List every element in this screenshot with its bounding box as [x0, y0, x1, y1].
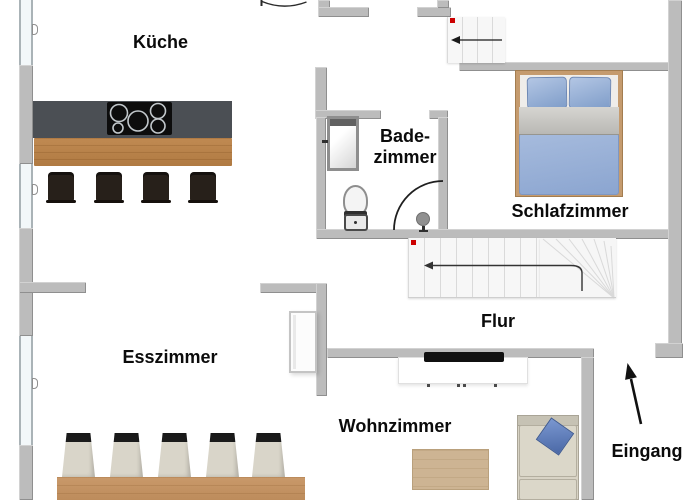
- red-marker-dot: [450, 18, 455, 23]
- dining-chair: [62, 433, 95, 477]
- shower-top-edge: [330, 119, 356, 126]
- sideboard-foot: [427, 384, 430, 387]
- bed-pillow: [568, 76, 612, 110]
- bar-stool: [188, 172, 218, 203]
- wall-kitchen-dining-divider: [19, 282, 86, 293]
- wall-left-upper: [19, 65, 33, 164]
- shower-handle-icon: [322, 140, 328, 143]
- toilet-flush-button: [354, 221, 357, 224]
- staircase-upper: [447, 17, 505, 63]
- window-handle-icon: [32, 378, 38, 389]
- bar-stool: [94, 172, 124, 203]
- bed-pillow: [526, 76, 568, 110]
- entrance-arrow-icon: [625, 363, 643, 425]
- bed-blanket-fold: [519, 107, 619, 135]
- bar-stool-base: [46, 200, 76, 203]
- room-label-entrance: Eingang: [611, 441, 683, 461]
- sofa-cushion: [519, 479, 577, 500]
- window-handle-icon: [32, 24, 38, 35]
- room-label-living: Wohnzimmer: [338, 416, 452, 436]
- tv: [424, 352, 504, 362]
- dining-chair: [252, 433, 285, 477]
- staircase-main-winder: [540, 238, 616, 298]
- dining-chair: [110, 433, 143, 477]
- room-label-kitchen: Küche: [132, 32, 188, 52]
- wall-bathroom-top-right: [429, 110, 448, 119]
- wall-top-middle: [318, 7, 369, 17]
- room-label-dining: Esszimmer: [122, 347, 218, 367]
- wall-entrance-corner: [655, 343, 683, 358]
- bar-stool: [46, 172, 76, 203]
- door-swing-arc: [260, 0, 307, 7]
- room-label-bedroom: Schlafzimmer: [511, 201, 629, 221]
- wall-bedroom-top: [459, 62, 674, 71]
- wall-dining-right: [316, 283, 327, 396]
- coffee-table: [412, 449, 489, 490]
- shower: [327, 116, 359, 171]
- sideboard-foot: [457, 384, 460, 387]
- staircase-main-straight: [408, 238, 540, 298]
- floor-lamp-icon: [416, 212, 430, 226]
- dining-chair: [158, 433, 191, 477]
- kitchen-island-bar: [34, 138, 232, 166]
- room-label-bathroom-line2: zimmer: [373, 147, 437, 167]
- wall-bathroom-right: [438, 117, 448, 231]
- room-label-hallway: Flur: [481, 311, 515, 331]
- wall-bathroom-top: [315, 110, 381, 119]
- wall-hallway-top: [316, 229, 669, 239]
- bar-stool-base: [141, 200, 171, 203]
- door-leaf-edge: [293, 315, 296, 369]
- dining-chair: [206, 433, 239, 477]
- open-door-leaf: [289, 311, 317, 373]
- window-handle-icon: [32, 184, 38, 195]
- bar-stool: [141, 172, 171, 203]
- room-label-bathroom-line1: Bade-: [379, 126, 430, 146]
- wall-left-lower: [19, 445, 33, 500]
- wall-living-right: [581, 357, 594, 500]
- cooktop: [107, 102, 172, 135]
- sideboard-foot: [494, 384, 497, 387]
- sofa: [517, 415, 579, 500]
- wall-top-right: [417, 7, 451, 17]
- wall-outer-right: [668, 0, 682, 353]
- dining-table: [57, 477, 305, 500]
- red-marker-dot: [411, 240, 416, 245]
- sideboard-foot: [463, 384, 466, 387]
- wall-top-middle-stub: [318, 0, 330, 9]
- wall-bathroom-upper: [315, 67, 327, 113]
- room-label-bathroom: Bade- zimmer: [361, 126, 449, 168]
- bed-duvet: [519, 133, 619, 195]
- bar-stool-base: [94, 200, 124, 203]
- wall-dining-top: [260, 283, 326, 293]
- floor-lamp-base: [419, 230, 428, 232]
- wall-top-right-stub: [437, 0, 449, 8]
- wall-bathroom-left: [316, 117, 326, 231]
- bar-stool-base: [188, 200, 218, 203]
